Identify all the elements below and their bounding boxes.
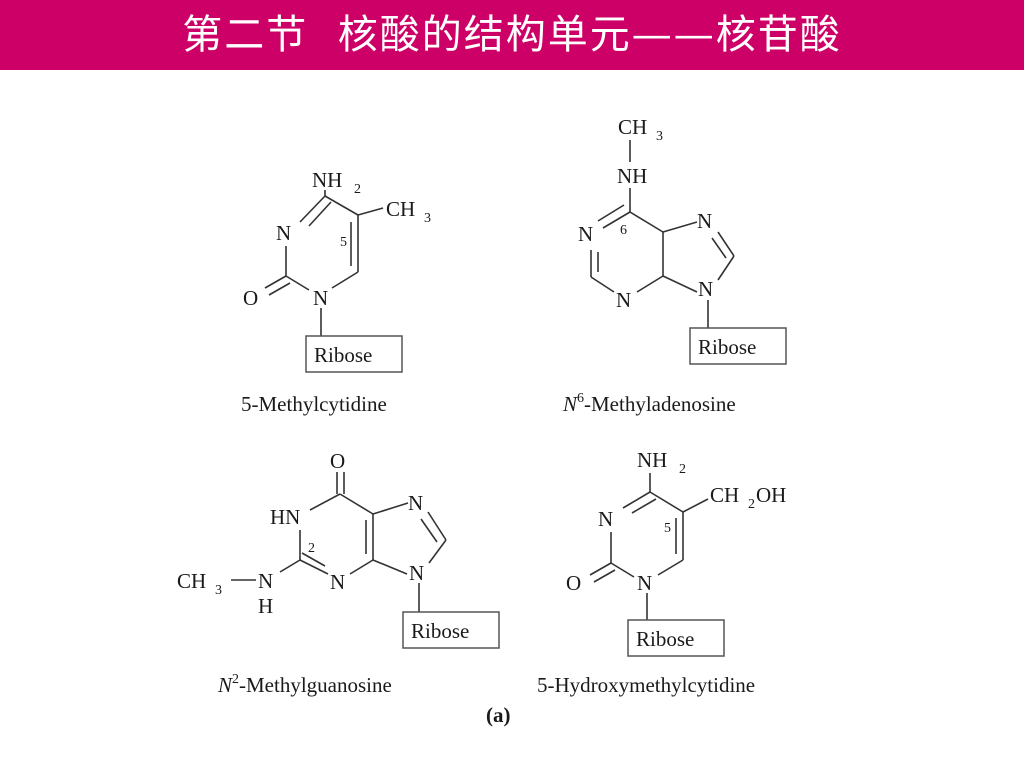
molecule-name: N6-Methyladenosine	[562, 391, 736, 416]
nh-label: NH	[617, 164, 647, 188]
n-atom: N	[598, 507, 613, 531]
bond	[309, 493, 341, 511]
bond	[590, 276, 615, 293]
bond	[711, 237, 727, 259]
bond	[662, 221, 698, 233]
ribose-box	[402, 611, 500, 649]
bond	[602, 211, 631, 229]
bond	[593, 569, 616, 583]
bond	[372, 502, 409, 515]
bond	[420, 518, 438, 543]
bond	[372, 559, 408, 575]
n-atom: N	[578, 222, 593, 246]
bond	[657, 559, 684, 576]
ribose-label: Ribose	[314, 343, 372, 367]
ch-label: CH	[386, 197, 415, 221]
ch-label: CH	[618, 115, 647, 139]
o-atom: O	[243, 286, 258, 310]
bond	[610, 562, 635, 578]
molecule-5-hydroxymethylcytidine: NH 2 CH 2 OH N 5 O N Ribose 5-Hydroxymet…	[537, 448, 786, 697]
bond	[299, 559, 329, 575]
n-atom: N	[258, 569, 273, 593]
bond	[629, 211, 664, 233]
molecule-n2-methylguanosine: O HN 2 N N N CH 3 N H Ribose N2-Methylgu…	[177, 449, 500, 697]
bond	[279, 559, 301, 573]
bond	[331, 271, 359, 289]
ribose-box	[305, 335, 403, 373]
n-atom: N	[330, 570, 345, 594]
bond	[717, 231, 735, 257]
subscript: 3	[215, 583, 222, 598]
n-atom: N	[408, 491, 423, 515]
n-atom: N	[276, 221, 291, 245]
bond	[324, 195, 359, 216]
ch-label: CH	[710, 483, 739, 507]
bond	[357, 207, 384, 216]
subscript: 2	[679, 462, 686, 477]
ch-label: CH	[177, 569, 206, 593]
bond	[264, 275, 287, 289]
n-atom: N	[697, 209, 712, 233]
ribose-box	[689, 327, 787, 365]
bond	[662, 275, 698, 293]
ring-position-number: 6	[620, 223, 627, 238]
h-atom: H	[258, 594, 273, 618]
hn-label: HN	[270, 505, 300, 529]
bond	[589, 562, 612, 576]
ribose-label: Ribose	[698, 335, 756, 359]
bond	[308, 201, 332, 227]
o-atom: O	[330, 449, 345, 473]
molecule-5-methylcytidine: NH 2 CH 3 N 5 O N Ribose 5-Methylcytidin…	[241, 168, 431, 416]
bond	[597, 204, 625, 222]
bond	[717, 255, 735, 281]
figure-caption: (a)	[486, 703, 511, 727]
molecule-name: 5-Hydroxymethylcytidine	[537, 673, 755, 697]
bond	[636, 275, 664, 293]
n-atom: N	[698, 277, 713, 301]
bond	[622, 491, 651, 509]
nh-label: NH	[312, 168, 342, 192]
o-atom: O	[566, 571, 581, 595]
bond	[301, 552, 326, 567]
bond	[682, 498, 709, 513]
bond	[285, 275, 310, 291]
molecule-n6-methyladenosine: CH 3 NH N 6 N N N Ribose N6-Methyladenos…	[562, 115, 787, 416]
ring-position-number: 5	[340, 235, 347, 250]
molecule-name: 5-Methylcytidine	[241, 392, 387, 416]
oh-label: OH	[756, 483, 786, 507]
molecule-name: N2-Methylguanosine	[217, 672, 392, 697]
ribose-label: Ribose	[636, 627, 694, 651]
bond	[631, 498, 657, 514]
ribose-box	[627, 619, 725, 657]
bond	[428, 539, 447, 564]
ring-position-number: 2	[308, 541, 315, 556]
subscript: 3	[424, 211, 431, 226]
bond	[339, 493, 374, 515]
n-atom: N	[313, 286, 328, 310]
nh-label: NH	[637, 448, 667, 472]
ribose-label: Ribose	[411, 619, 469, 643]
subscript: 2	[748, 497, 755, 512]
n-atom: N	[616, 288, 631, 312]
ring-position-number: 5	[664, 521, 671, 536]
bond	[299, 195, 326, 223]
slide-title: 第二节 核酸的结构单元——核苷酸	[182, 12, 842, 58]
subscript: 2	[354, 182, 361, 197]
bond	[427, 511, 447, 541]
bond	[649, 491, 684, 513]
bond	[268, 282, 291, 296]
bond	[349, 559, 374, 575]
subscript: 3	[656, 129, 663, 144]
n-atom: N	[409, 561, 424, 585]
n-atom: N	[637, 571, 652, 595]
title-bar	[0, 0, 1024, 70]
